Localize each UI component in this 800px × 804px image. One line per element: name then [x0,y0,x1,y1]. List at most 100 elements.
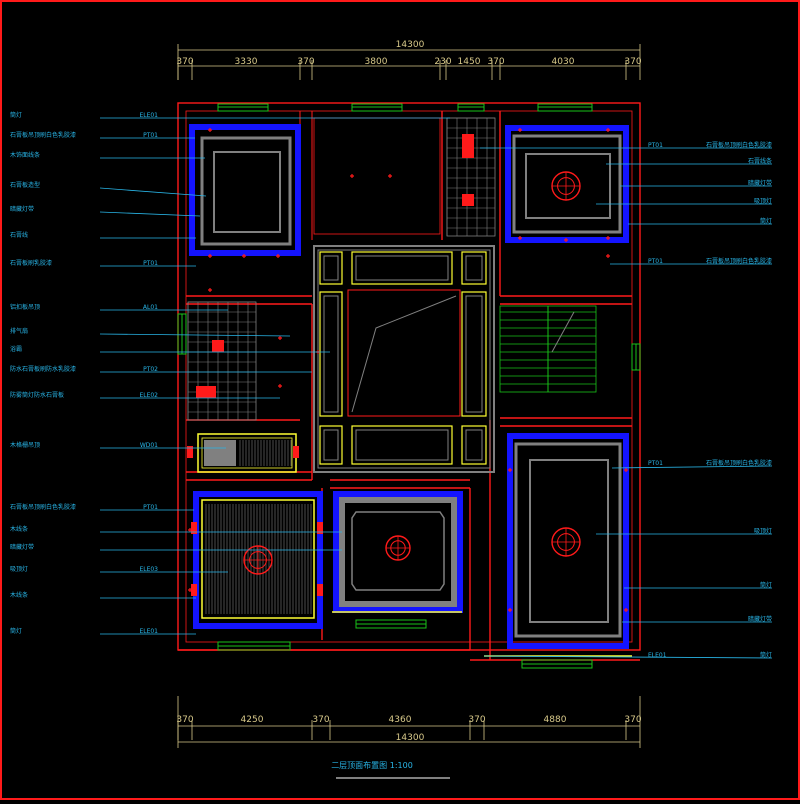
drawing-title: 二层顶面布置图 1:100 [331,760,413,770]
dimension-segment: 370 [487,57,504,67]
downlight-icon [350,174,354,178]
downlight-icon [624,468,628,472]
annotation-label: 木线条 [10,591,28,599]
top-dimension-chain: 14300 370 3330 370 3800 230 1450 370 4030 370 [176,40,642,80]
annotation-label: 石膏线条 [748,157,772,165]
annotation-label: 排气扇 [10,327,28,335]
room-center-hall [313,245,495,473]
wall-light [191,522,197,534]
dimension-segment: 370 [176,715,193,725]
wall-light [317,522,323,534]
annotation-code: PT01 [143,504,158,511]
dimension-segment: 4880 [544,715,567,725]
annotation-code: PT01 [143,132,158,139]
annotation-code: AL01 [143,304,158,311]
annotation-label: 筒灯 [760,217,772,225]
annotation-code: PT01 [143,260,158,267]
windows [177,103,641,669]
annotation-label: 浴霸 [10,345,22,353]
downlight-icon [208,254,212,258]
downlight-icon [242,254,246,258]
dimension-segment: 3330 [235,57,258,67]
annotation-label: 木饰面线条 [10,151,40,159]
ceiling-medallion [385,535,411,561]
room-bottom-left [193,491,323,629]
downlight-icon [508,608,512,612]
room-stairs [499,305,597,393]
ceiling-medallion [551,527,581,557]
drawing-title-block: 二层顶面布置图 1:100 [331,760,450,779]
exhaust-fan [462,134,474,158]
annotation-code: PT02 [143,366,158,373]
dimension-segment: 3800 [365,57,388,67]
annotation-label: 筒灯 [10,111,22,119]
downlight-icon [208,128,212,132]
downlight-icon [564,238,568,242]
inner-wall [185,110,633,643]
annotation-label: 吸顶灯 [754,527,772,535]
dimension-segment: 370 [624,57,641,67]
ceiling-medallion [551,171,581,201]
dimension-segment: 4250 [241,715,264,725]
annotation-label: 石膏板吊顶刷白色乳胶漆 [706,141,772,149]
annotation-code: WD01 [140,442,158,449]
dimension-segment: 4360 [389,715,412,725]
annotation-label: 暗藏灯带 [748,615,772,623]
annotation-label: 防水石膏板刷防水乳胶漆 [10,365,76,373]
annotation-label: 石膏板吊顶刷白色乳胶漆 [10,503,76,511]
downlight-icon [518,236,522,240]
room-left-bath [187,301,257,421]
downlight-icon [518,128,522,132]
annotation-label: 石膏线 [10,231,28,239]
annotation-label: 木线条 [10,525,28,533]
annotation-code: PT01 [648,142,663,149]
annotation-label: 铝扣板吊顶 [10,303,40,311]
annotation-code: ELE01 [648,652,667,659]
downlight-icon [276,254,280,258]
annotation-label: 木格栅吊顶 [10,441,40,449]
annotation-label: 暗藏灯带 [10,543,34,551]
dimension-segment: 370 [297,57,314,67]
wall-light [187,446,193,458]
annotation-label: 暗藏灯带 [748,179,772,187]
dimension-segment: 370 [176,57,193,67]
downlight-icon [278,336,282,340]
annotation-label: 石膏板吊顶刷白色乳胶漆 [10,131,76,139]
downlights [187,128,628,612]
annotation-code: ELE02 [139,392,158,399]
annotation-label: 石膏板吊顶刷白色乳胶漆 [706,459,772,467]
annotation-label: 吸顶灯 [754,197,772,205]
bottom-total-dimension: 14300 [396,733,425,743]
wall-light [191,584,197,596]
room-bottom-right [484,433,632,657]
annotation-label: 暗藏灯带 [10,205,34,213]
room-top-bath [446,117,496,237]
dimension-segment: 370 [624,715,641,725]
room-left-closet [197,433,297,473]
dimension-segment: 4030 [552,57,575,67]
annotation-label: 筒灯 [760,651,772,659]
downlight-icon [624,608,628,612]
downlight-icon [278,384,282,388]
downlight-icon [388,174,392,178]
annotation-code: ELE01 [139,628,158,635]
ceiling-medallion [243,545,273,575]
annotation-label: 石膏板刷乳胶漆 [10,259,52,267]
wall-light [317,584,323,596]
dimension-segment: 370 [468,715,485,725]
exhaust-fan [212,340,224,352]
wall-light [293,446,299,458]
dimension-segment: 1450 [458,57,481,67]
annotation-code: ELE03 [139,566,158,573]
annotation-label: 防雾筒灯防水石膏板 [10,391,64,399]
room-bottom-middle [332,491,463,613]
dimension-segment: 230 [434,57,451,67]
downlight-icon [208,288,212,292]
downlight-icon [606,128,610,132]
annotation-label: 吸顶灯 [10,565,28,573]
top-total-dimension: 14300 [396,40,425,50]
